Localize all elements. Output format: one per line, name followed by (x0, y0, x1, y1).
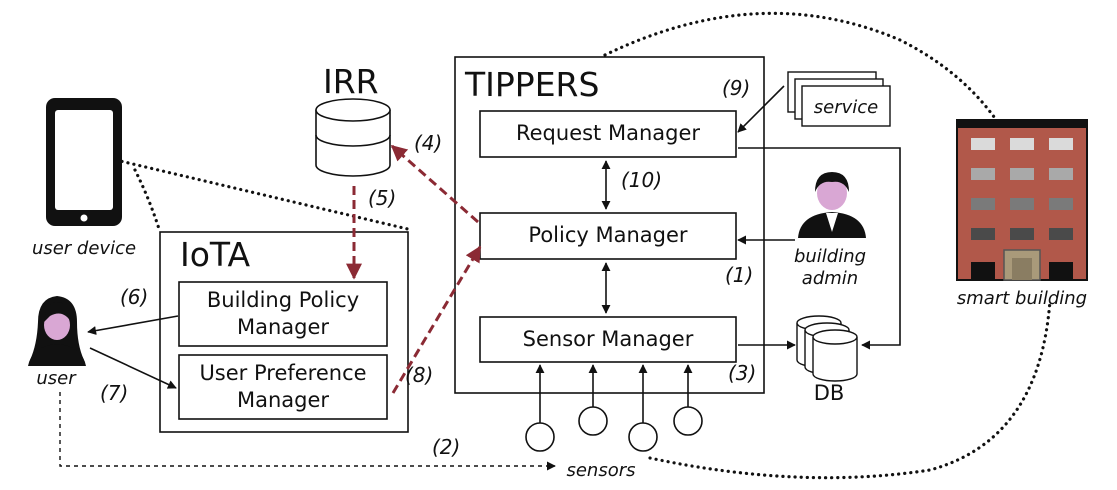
step-label-5: (5) (368, 186, 396, 210)
request-manager-to-db-arrow (738, 147, 901, 350)
user-preference-manager-box[interactable]: User Preference Manager (178, 354, 388, 420)
sensor-3[interactable] (628, 364, 658, 452)
request-manager-box[interactable]: Request Manager (479, 110, 737, 158)
sensor-2[interactable] (578, 364, 608, 436)
user-preference-manager-label-line1: User Preference (199, 361, 366, 385)
db-stack[interactable]: DB (796, 315, 858, 405)
device-to-tippers-dotted-line (114, 158, 414, 232)
service-label: service (814, 97, 878, 118)
arrow-9-service-to-request-manager (737, 85, 785, 133)
step-label-10: (10) (621, 168, 662, 192)
irr-database[interactable]: IRR (315, 62, 391, 177)
iota-container: IoTA Building Policy Manager User Prefer… (159, 231, 409, 433)
arrow-8-iota-to-policy (391, 245, 482, 394)
iota-title: IoTA (180, 235, 251, 274)
user-label: user (36, 368, 77, 389)
user-preference-manager-label-line2: Manager (237, 388, 329, 412)
step-label-7: (7) (100, 381, 128, 405)
user-device-label: user device (32, 238, 136, 259)
policy-manager-label: Policy Manager (528, 223, 687, 247)
irr-cylinder-icon (315, 110, 391, 177)
smart-building: smart building (956, 119, 1088, 309)
sensors-label: sensors (566, 460, 635, 481)
sensor-1[interactable] (525, 364, 555, 452)
device-to-iota-dotted-line (133, 168, 162, 234)
step-labels: (1) (2) (3) (4) (5) (6) (7) (8) (9) (10) (100, 76, 756, 459)
building-admin-label-line2: admin (802, 268, 858, 289)
policy-manager-box[interactable]: Policy Manager (479, 212, 737, 260)
smartphone-icon (46, 98, 122, 226)
building-admin-person-icon (798, 172, 866, 238)
step-label-6: (6) (120, 285, 148, 309)
service-stack[interactable]: service (787, 71, 891, 127)
arrow-6-bpm-to-user (87, 315, 179, 336)
smart-building-label: smart building (957, 288, 1087, 309)
step-label-4: (4) (414, 131, 442, 155)
building-policy-manager-label-line1: Building Policy (207, 288, 359, 312)
building-icon (956, 119, 1088, 281)
arrow-7-user-to-upm (89, 347, 177, 389)
building-admin: building admin (794, 172, 866, 289)
sensors-to-building-dotted-line (648, 298, 1052, 480)
user-device: user device (32, 98, 136, 259)
sensor-4[interactable] (673, 364, 703, 436)
user: user (28, 296, 86, 389)
building-policy-manager-box[interactable]: Building Policy Manager (178, 281, 388, 347)
step-label-2: (2) (432, 435, 460, 459)
db-cylinder-icon (796, 315, 858, 382)
irr-title: IRR (323, 62, 379, 101)
arrow-4-policy-to-irr (390, 144, 479, 224)
step-label-9: (9) (722, 76, 750, 100)
request-manager-label: Request Manager (516, 121, 700, 145)
user-person-icon (28, 296, 86, 366)
tippers-container: TIPPERS Request Manager Policy Manager S… (454, 56, 765, 394)
step-label-3: (3) (728, 361, 756, 385)
step-label-1: (1) (725, 263, 753, 287)
sensor-manager-box[interactable]: Sensor Manager (479, 316, 737, 363)
db-label: DB (814, 381, 845, 405)
arrow-2-user-to-sensors (59, 392, 556, 471)
sensor-manager-label: Sensor Manager (523, 327, 694, 351)
tippers-title: TIPPERS (464, 65, 599, 104)
sensors-group: sensors (525, 364, 703, 481)
building-admin-label-line1: building (794, 246, 866, 267)
building-policy-manager-label-line2: Manager (237, 315, 329, 339)
step-label-8: (8) (405, 363, 433, 387)
red-dashed-arrows (346, 144, 482, 394)
